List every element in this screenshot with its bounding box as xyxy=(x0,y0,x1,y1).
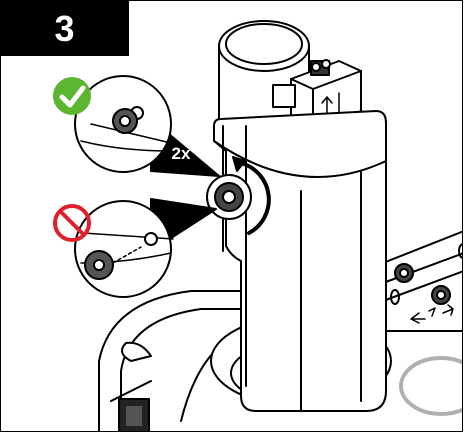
sensor-port xyxy=(206,156,271,235)
sensor-rail xyxy=(382,230,462,332)
rotation-count-label: 2x xyxy=(171,144,191,163)
step-badge: 3 xyxy=(1,1,129,56)
step-number: 3 xyxy=(54,8,76,49)
electrode-holder xyxy=(213,110,387,412)
callout-incorrect xyxy=(74,200,174,298)
callout-correct xyxy=(74,75,172,173)
check-circle-icon xyxy=(53,77,91,115)
prohibited-icon xyxy=(53,204,91,242)
